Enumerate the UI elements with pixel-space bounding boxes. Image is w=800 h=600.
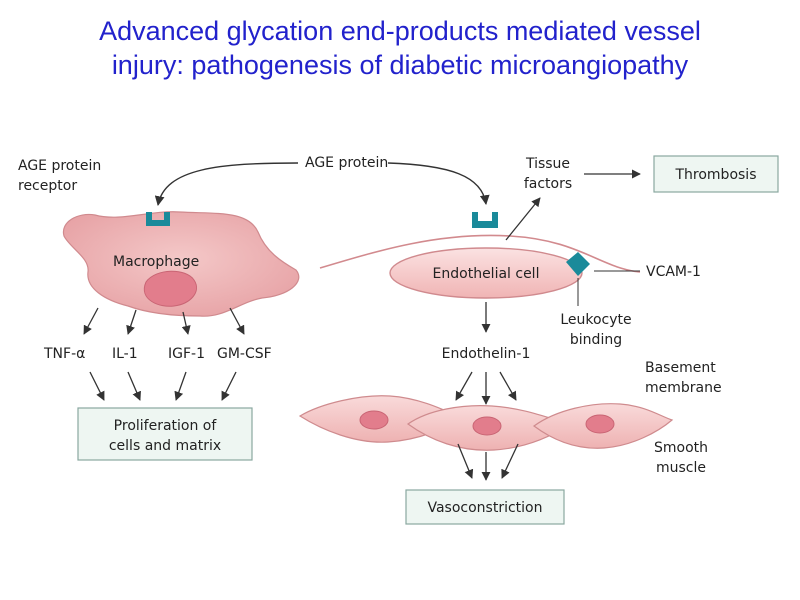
macrophage-nucleus bbox=[143, 270, 197, 307]
label-igf1: IGF-1 bbox=[168, 346, 205, 362]
label-endothelial-cell: Endothelial cell bbox=[433, 266, 540, 282]
thrombosis-box bbox=[653, 155, 779, 193]
smooth-muscle-nucleus-2 bbox=[472, 416, 502, 436]
endothelial-receptor-icon bbox=[472, 212, 498, 228]
arrow-age-to-endothelial bbox=[387, 162, 490, 205]
arrow-igf1-to-prolif bbox=[174, 371, 187, 401]
arrow-to-tnf bbox=[83, 307, 99, 335]
slide-title: Advanced glycation end-products mediated… bbox=[0, 14, 800, 82]
title-line-1: Advanced glycation end-products mediated… bbox=[99, 16, 701, 46]
arrow-tnf-to-prolif bbox=[89, 371, 105, 401]
label-vasoconstriction: Vasoconstriction bbox=[427, 500, 542, 516]
macrophage-cell bbox=[62, 211, 300, 317]
label-tissue-factors-2: factors bbox=[524, 176, 572, 192]
arrow-to-tissue-factors bbox=[505, 197, 541, 241]
label-tissue-factors-1: Tissue bbox=[525, 156, 570, 172]
label-leukocyte-2: binding bbox=[570, 332, 622, 348]
label-age-receptor-2: receptor bbox=[18, 178, 77, 194]
label-basement-1: Basement bbox=[645, 360, 716, 376]
arrow-endothelin-left bbox=[455, 371, 473, 401]
arrow-age-to-macrophage bbox=[154, 162, 299, 206]
label-il1: IL-1 bbox=[112, 346, 138, 362]
label-leukocyte-1: Leukocyte bbox=[560, 312, 631, 328]
arrow-il1-to-prolif bbox=[127, 371, 141, 401]
smooth-muscle-nucleus-3 bbox=[585, 414, 615, 434]
label-macrophage: Macrophage bbox=[113, 254, 199, 270]
vasoconstriction-box bbox=[405, 489, 565, 525]
label-tnf-alpha: TNF-α bbox=[43, 346, 85, 362]
arrow-to-igf1 bbox=[181, 311, 191, 335]
label-age-protein: AGE protein bbox=[305, 155, 388, 171]
arrow-to-vaso-right bbox=[501, 443, 519, 479]
macrophage-receptor-icon bbox=[146, 212, 170, 226]
smooth-muscle-nucleus-1 bbox=[359, 410, 389, 430]
label-endothelin1: Endothelin-1 bbox=[442, 346, 531, 362]
arrow-to-gmcsf bbox=[229, 307, 245, 335]
vcam1-marker-icon bbox=[566, 252, 590, 276]
arrow-to-il1 bbox=[126, 309, 137, 335]
label-proliferation-2: cells and matrix bbox=[109, 438, 221, 454]
label-basement-2: membrane bbox=[645, 380, 722, 396]
arrow-gmcsf-to-prolif bbox=[221, 371, 237, 401]
arrow-endothelin-right bbox=[499, 371, 517, 401]
endothelial-cell bbox=[389, 247, 583, 299]
label-thrombosis: Thrombosis bbox=[674, 167, 756, 183]
proliferation-box bbox=[77, 407, 253, 461]
label-vcam1: VCAM-1 bbox=[646, 264, 701, 280]
label-proliferation-1: Proliferation of bbox=[114, 418, 218, 434]
label-gm-csf: GM-CSF bbox=[217, 346, 272, 362]
label-smooth-2: muscle bbox=[656, 460, 706, 476]
label-smooth-1: Smooth bbox=[654, 440, 708, 456]
label-age-receptor-1: AGE protein bbox=[18, 158, 101, 174]
title-line-2: injury: pathogenesis of diabetic microan… bbox=[111, 50, 689, 80]
arrow-to-vaso-left bbox=[457, 443, 474, 479]
